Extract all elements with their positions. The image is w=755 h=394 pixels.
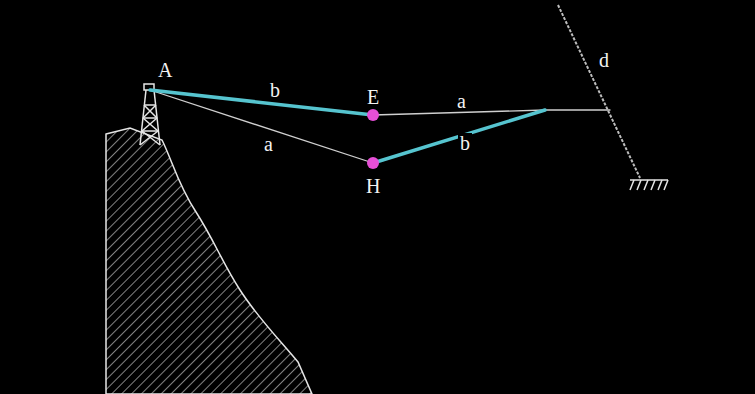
point-label: E xyxy=(365,87,381,107)
length-label: d xyxy=(597,50,611,70)
point-e xyxy=(367,109,379,121)
tower xyxy=(140,84,160,145)
length-label: a xyxy=(262,134,275,154)
point-h xyxy=(367,157,379,169)
rod-d xyxy=(558,5,640,178)
cliff xyxy=(106,128,312,394)
length-label: b xyxy=(458,133,472,153)
ground-symbol xyxy=(630,180,668,190)
length-label: a xyxy=(455,91,468,111)
point-label: H xyxy=(364,176,382,196)
point-label: A xyxy=(156,60,174,80)
length-label: b xyxy=(268,80,282,100)
